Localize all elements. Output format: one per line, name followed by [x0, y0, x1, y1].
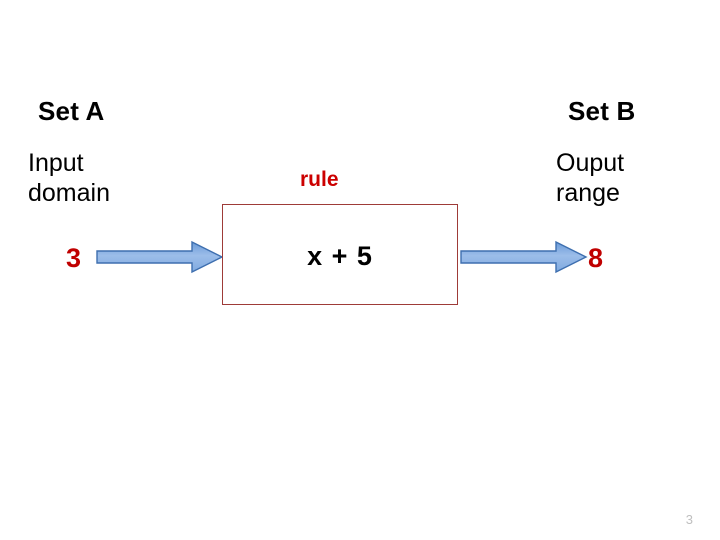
rule-box: x + 5: [222, 204, 458, 305]
input-domain-label: Input domain: [28, 149, 110, 207]
right-arrow-icon: [96, 240, 224, 274]
output-range-label: Ouput range: [556, 149, 625, 207]
output-value: 8: [588, 243, 604, 273]
output-arrow: [460, 240, 588, 274]
set-a-heading: Set A: [38, 96, 105, 126]
right-arrow-icon: [460, 240, 588, 274]
rule-expression: x + 5: [307, 241, 373, 271]
page-number: 3: [685, 512, 693, 527]
input-value: 3: [66, 243, 82, 273]
set-b-heading: Set B: [568, 96, 636, 126]
rule-label: rule: [300, 168, 339, 191]
input-arrow: [96, 240, 224, 274]
